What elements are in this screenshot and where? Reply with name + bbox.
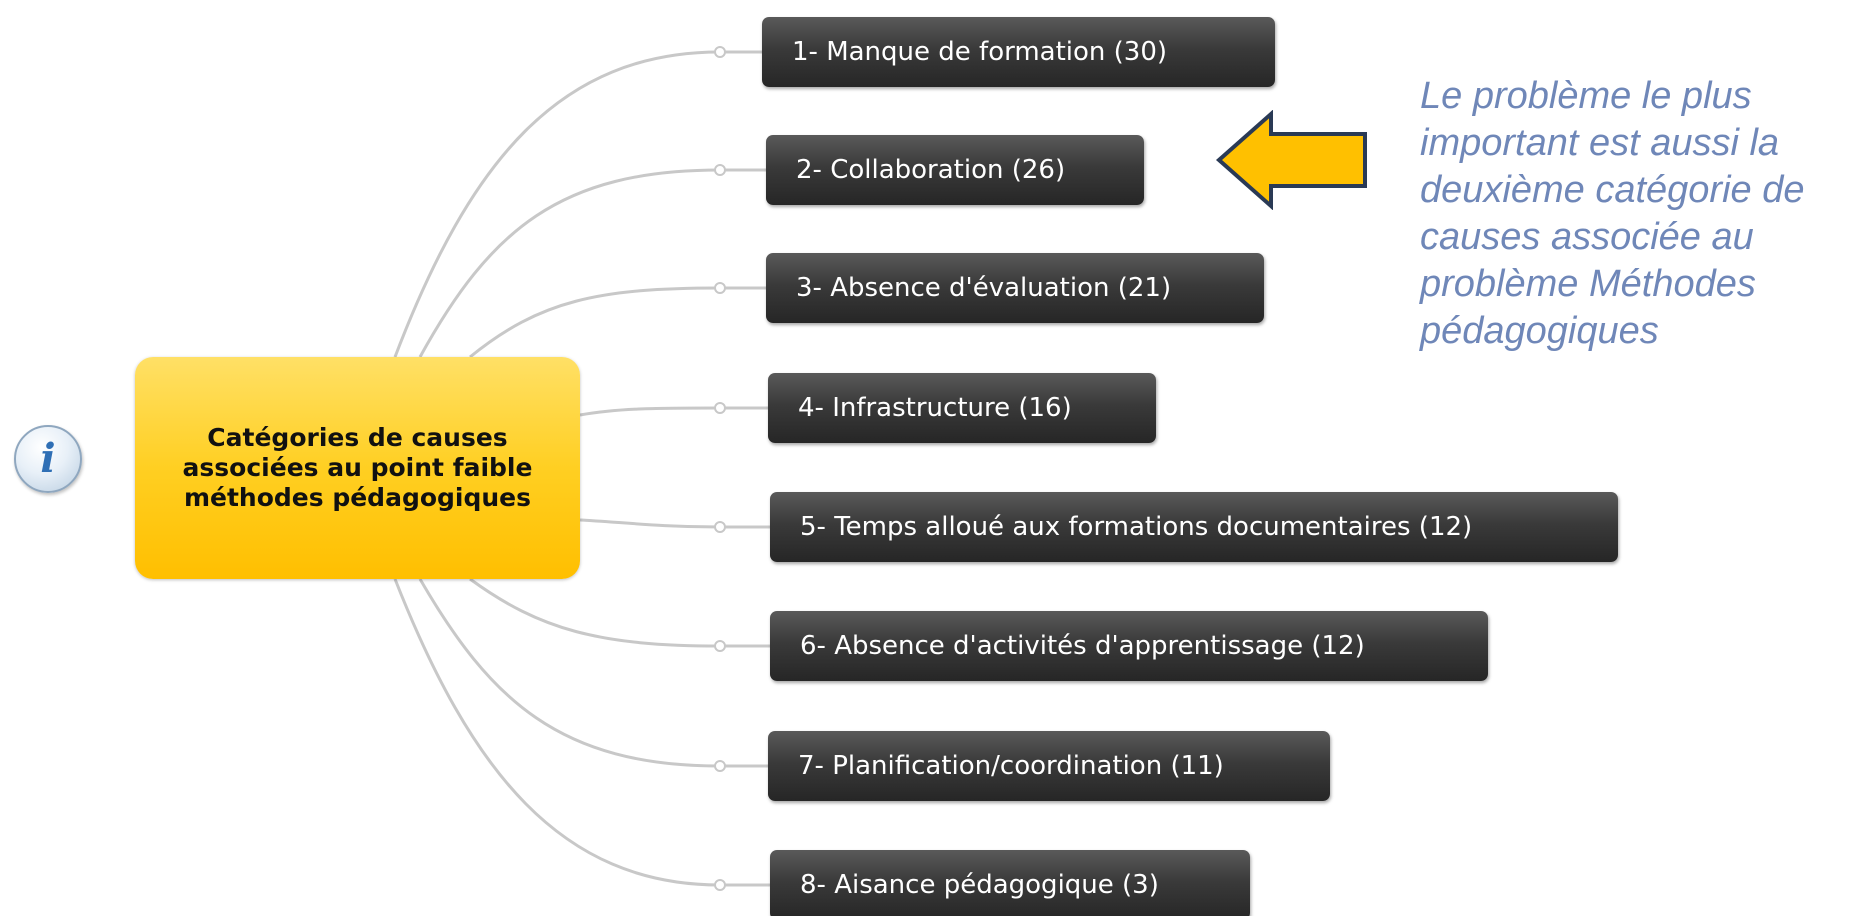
branch-node-1-label: 1- Manque de formation (30) <box>792 37 1168 67</box>
branch-node-8[interactable]: 8- Aisance pédagogique (3) <box>770 850 1250 916</box>
connector-4-dot <box>714 402 726 414</box>
branch-node-4-label: 4- Infrastructure (16) <box>798 393 1072 423</box>
connector-1 <box>393 50 762 358</box>
branch-node-1[interactable]: 1- Manque de formation (30) <box>762 17 1275 87</box>
connector-6-dot <box>714 640 726 652</box>
connector-5-dot <box>714 521 726 533</box>
branch-node-8-label: 8- Aisance pédagogique (3) <box>800 870 1159 900</box>
info-icon[interactable]: i <box>14 425 82 493</box>
connector-8-dot <box>714 879 726 891</box>
branch-node-2-label: 2- Collaboration (26) <box>796 155 1066 185</box>
connector-1-dot <box>714 46 726 58</box>
branch-node-5[interactable]: 5- Temps alloué aux formations documenta… <box>770 492 1618 562</box>
branch-node-3[interactable]: 3- Absence d'évaluation (21) <box>766 253 1264 323</box>
arrow-left-icon <box>1215 110 1367 210</box>
branch-node-4[interactable]: 4- Infrastructure (16) <box>768 373 1156 443</box>
connector-8 <box>393 578 770 887</box>
branch-node-2[interactable]: 2- Collaboration (26) <box>766 135 1144 205</box>
info-icon-glyph: i <box>40 435 56 482</box>
branch-node-6[interactable]: 6- Absence d'activités d'apprentissage (… <box>770 611 1488 681</box>
branch-node-5-label: 5- Temps alloué aux formations documenta… <box>800 512 1473 542</box>
connector-5 <box>579 518 770 529</box>
central-node: Catégories de causes associées au point … <box>135 357 580 579</box>
connector-7 <box>418 578 768 768</box>
branch-node-7-label: 7- Planification/coordination (11) <box>798 751 1224 781</box>
connector-2 <box>418 168 766 358</box>
branch-node-7[interactable]: 7- Planification/coordination (11) <box>768 731 1330 801</box>
connector-6 <box>469 577 770 648</box>
connector-3 <box>469 286 766 359</box>
connector-7-dot <box>714 760 726 772</box>
branch-node-6-label: 6- Absence d'activités d'apprentissage (… <box>800 631 1365 661</box>
branch-node-3-label: 3- Absence d'évaluation (21) <box>796 273 1172 303</box>
annotation-text: Le problème le plus important est aussi … <box>1420 75 1805 352</box>
connector-3-dot <box>714 282 726 294</box>
central-node-label: Catégories de causes associées au point … <box>182 423 533 512</box>
connector-2-dot <box>714 164 726 176</box>
connector-4 <box>579 406 768 417</box>
